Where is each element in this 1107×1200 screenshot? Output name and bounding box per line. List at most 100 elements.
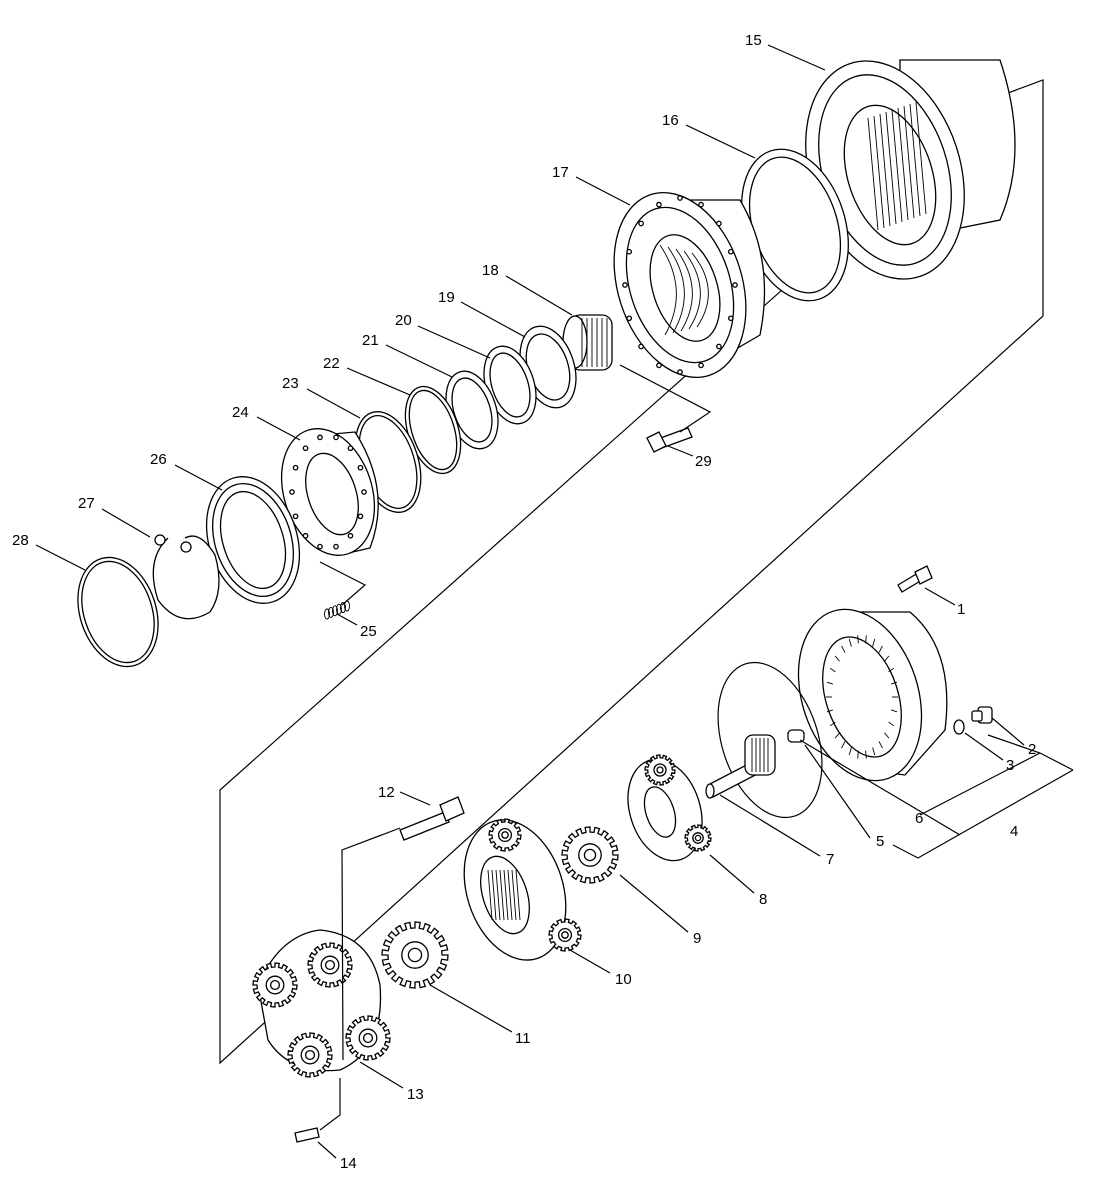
callout-5: 5 — [876, 833, 884, 850]
leader-line-9 — [619, 874, 689, 933]
carrier10-gear-top — [488, 818, 522, 852]
callout-8: 8 — [759, 891, 767, 908]
part-3-washer — [953, 719, 965, 735]
leader-line-14 — [317, 1141, 337, 1159]
part-27-snap-ring — [152, 534, 220, 620]
part-14-pin — [294, 1127, 320, 1143]
leader-line-17 — [575, 176, 631, 206]
callout-21: 21 — [362, 332, 379, 349]
leader-line-19 — [460, 301, 526, 338]
part-20-toothed-washer — [483, 345, 537, 425]
callout-16: 16 — [662, 112, 679, 129]
leader-line-27 — [101, 508, 151, 538]
leader-line-15 — [767, 44, 826, 71]
part-25-spring — [324, 600, 350, 620]
callout-7: 7 — [826, 851, 834, 868]
planet-gear-4 — [287, 1032, 333, 1078]
part-16-ring — [741, 148, 849, 302]
leader-line-28 — [35, 544, 86, 571]
connector-line — [619, 364, 712, 433]
leader-line-21 — [385, 344, 453, 378]
callout-12: 12 — [378, 784, 395, 801]
callout-18: 18 — [482, 262, 499, 279]
callout-27: 27 — [78, 495, 95, 512]
part-1-bolt — [897, 565, 933, 593]
callout-labels: 1234567891011121314151617181920212223242… — [12, 32, 1036, 1172]
leader-line-22 — [346, 367, 411, 396]
connector-line — [319, 1078, 341, 1131]
leader-line-5 — [804, 744, 871, 839]
carrier10-gear-bottom — [548, 918, 582, 952]
callout-13: 13 — [407, 1086, 424, 1103]
gear-9-body — [561, 826, 619, 884]
part-6-plug — [787, 729, 805, 743]
callout-4: 4 — [1010, 823, 1018, 840]
part-11-gear — [381, 921, 449, 989]
callout-19: 19 — [438, 289, 455, 306]
callout-6: 6 — [915, 810, 923, 827]
leader-line-1 — [924, 587, 956, 606]
leader-line-29 — [667, 445, 694, 457]
bracket-lines — [799, 734, 1074, 859]
part-29-bolt — [646, 427, 693, 453]
planet-gear-3 — [345, 1015, 391, 1061]
callout-20: 20 — [395, 312, 412, 329]
part-9-gear — [561, 826, 619, 884]
leader-line-23 — [306, 388, 361, 419]
planet-gear-2 — [307, 942, 353, 988]
callout-29: 29 — [695, 453, 712, 470]
leader-lines — [35, 44, 1025, 1159]
callout-23: 23 — [282, 375, 299, 392]
gear-11-body — [381, 921, 449, 989]
callout-10: 10 — [615, 971, 632, 988]
callout-14: 14 — [340, 1155, 357, 1172]
part-10-carrier — [463, 818, 582, 961]
callout-26: 26 — [150, 451, 167, 468]
callout-22: 22 — [323, 355, 340, 372]
leader-line-24 — [256, 416, 301, 441]
leader-line-20 — [417, 325, 491, 359]
ring-gear-carrier — [797, 608, 948, 782]
leader-line-10 — [569, 949, 611, 974]
part-13-planet-carrier — [252, 929, 391, 1078]
callout-3: 3 — [1006, 757, 1014, 774]
callout-28: 28 — [12, 532, 29, 549]
leader-line-3 — [964, 732, 1004, 761]
callout-17: 17 — [552, 164, 569, 181]
leader-line-7 — [719, 794, 821, 857]
leader-line-8 — [709, 854, 755, 894]
callout-11: 11 — [515, 1030, 531, 1047]
part-26-seal — [205, 476, 301, 604]
leader-line-18 — [505, 275, 573, 316]
callout-15: 15 — [745, 32, 762, 49]
carrier8-gear-top — [644, 754, 676, 786]
planet-gear-1 — [252, 962, 298, 1008]
connector-line — [341, 827, 401, 1061]
part-2-plug — [971, 706, 993, 724]
leader-line-25 — [336, 613, 358, 626]
part-8-carrier — [627, 754, 712, 862]
part-28-o-ring — [77, 556, 159, 668]
callout-25: 25 — [360, 623, 377, 640]
assembly-frame — [219, 79, 1044, 1065]
part-22-ring — [404, 385, 462, 475]
part-17-cover — [613, 191, 766, 379]
leader-line-16 — [685, 124, 756, 159]
part-15-housing — [805, 59, 1016, 280]
callout-1: 1 — [957, 601, 965, 618]
leader-line-2 — [991, 717, 1025, 746]
carrier8-gear-bottom — [684, 824, 712, 852]
leader-line-26 — [174, 464, 223, 491]
part-24-flange — [280, 428, 379, 556]
leader-line-12 — [399, 791, 431, 806]
sun-gear-shaft — [705, 734, 776, 799]
callout-24: 24 — [232, 404, 249, 421]
part-12-bolt — [399, 796, 465, 841]
leader-line-11 — [429, 984, 513, 1033]
callout-9: 9 — [693, 930, 701, 947]
leader-line-13 — [359, 1061, 404, 1089]
connector-line — [319, 561, 367, 606]
callout-2: 2 — [1028, 741, 1036, 758]
part-7-o-ring — [717, 661, 823, 819]
